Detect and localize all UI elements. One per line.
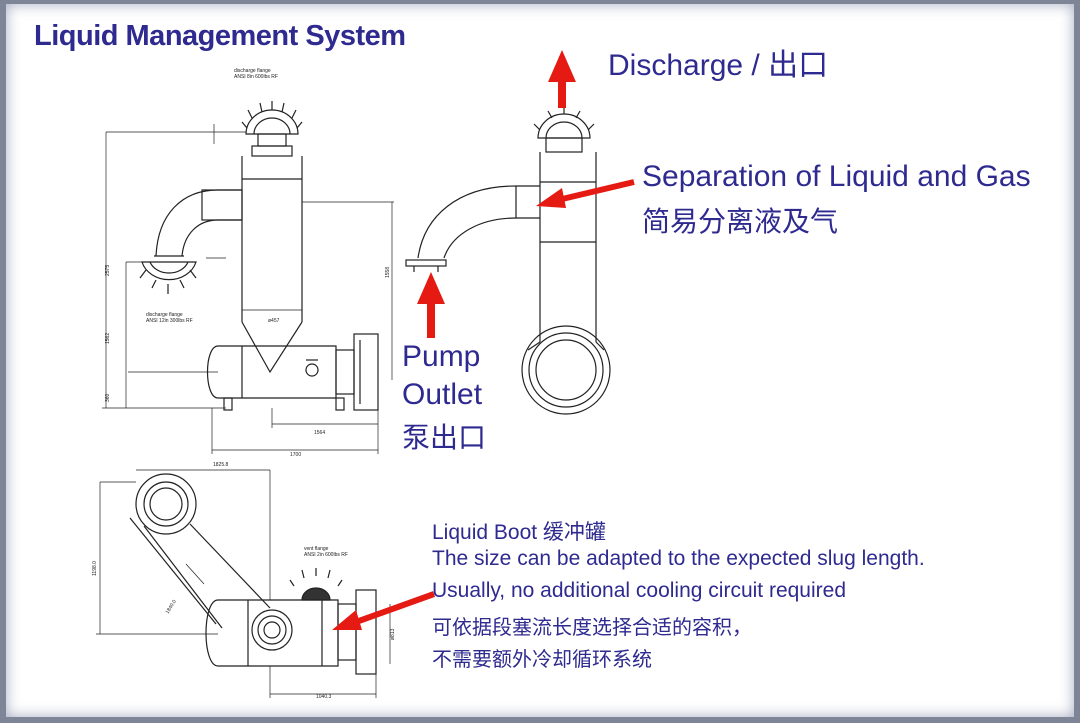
page-title: Liquid Management System xyxy=(34,20,406,52)
svg-text:1825.8: 1825.8 xyxy=(213,462,229,468)
svg-text:ø457: ø457 xyxy=(268,318,280,324)
separation-arrow-icon xyxy=(536,179,635,208)
side-flange-spec: ANSI 12in 300lbs RF xyxy=(146,318,193,324)
svg-text:1562: 1562 xyxy=(105,333,111,344)
liquid-boot-heading: Liquid Boot 缓冲罐 xyxy=(432,521,606,544)
liquid-boot-desc-1: The size can be adapted to the expected … xyxy=(432,547,925,570)
top-flange-label: discharge flange xyxy=(234,68,271,74)
liquid-boot-desc-cn-2: 不需要额外冷却循环系统 xyxy=(432,647,652,671)
plan-view xyxy=(96,469,391,698)
slide: ø457 1564 1700 360 1562 2575 1558 1825.8… xyxy=(6,4,1074,717)
vent-flange-note: vent flange ANSI 2in 600lbs RF xyxy=(304,546,348,558)
svg-text:1198.0: 1198.0 xyxy=(92,561,98,576)
top-flange-note: discharge flange ANSI 8in 600lbs RF xyxy=(234,68,278,80)
boot-arrow-icon xyxy=(332,591,436,630)
liquid-boot-desc-cn-1: 可依据段塞流长度选择合适的容积， xyxy=(432,615,752,639)
svg-text:ø813: ø813 xyxy=(390,628,396,640)
discharge-label: Discharge / 出口 xyxy=(608,49,829,82)
simplified-view xyxy=(405,105,611,415)
svg-text:360: 360 xyxy=(105,393,111,402)
svg-text:2575: 2575 xyxy=(105,265,111,276)
side-flange-note: discharge flange ANSI 12in 300lbs RF xyxy=(146,312,193,324)
separation-label-en: Separation of Liquid and Gas xyxy=(642,160,1031,193)
side-flange-label: discharge flange xyxy=(146,312,183,318)
vent-flange-label: vent flange xyxy=(304,546,329,552)
engineering-drawing: ø457 1564 1700 360 1562 2575 1558 1825.8… xyxy=(92,101,611,700)
top-flange-spec: ANSI 8in 600lbs RF xyxy=(234,74,278,80)
svg-text:1564: 1564 xyxy=(314,430,325,436)
pump-outlet-line2: Outlet xyxy=(402,378,483,411)
discharge-arrow-icon xyxy=(548,50,576,108)
callout-arrows xyxy=(332,50,635,630)
svg-text:1700: 1700 xyxy=(290,452,301,458)
liquid-boot-desc-2: Usually, no additional cooling circuit r… xyxy=(432,579,847,602)
separation-label-cn: 简易分离液及气 xyxy=(642,205,839,238)
pump-outlet-arrow-icon xyxy=(417,272,445,338)
elevation-view xyxy=(102,101,394,454)
pump-outlet-cn: 泵出口 xyxy=(402,421,487,454)
svg-text:1558: 1558 xyxy=(385,267,391,278)
svg-text:1040.3: 1040.3 xyxy=(316,694,332,700)
vent-flange-spec: ANSI 2in 600lbs RF xyxy=(304,552,348,558)
pump-outlet-line1: Pump xyxy=(402,340,481,373)
